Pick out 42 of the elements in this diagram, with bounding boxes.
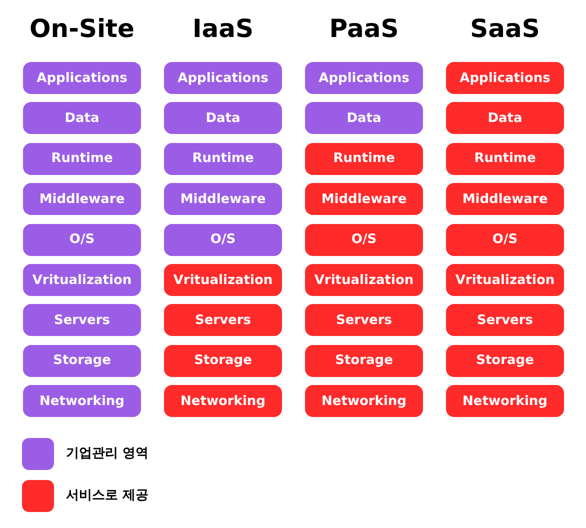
layer-box: Storage [446, 344, 564, 377]
layer-box: O/S [164, 224, 282, 256]
layer-box: Data [305, 102, 423, 134]
layer-box: Networking [305, 385, 423, 418]
layer-box: Runtime [305, 142, 423, 175]
layer-box: Servers [305, 304, 423, 336]
layer-box: Networking [23, 385, 141, 418]
layer-box: Applications [23, 62, 141, 94]
layer-box: O/S [305, 224, 423, 256]
layer-box: Storage [164, 344, 282, 377]
layer-box: Middleware [23, 183, 141, 216]
layer-box: Storage [23, 344, 141, 377]
column-heading: IaaS [191, 14, 255, 44]
layer-box: Applications [446, 62, 564, 94]
layer-box: Servers [23, 304, 141, 336]
column-heading: PaaS [328, 14, 400, 44]
layer-box: O/S [446, 224, 564, 256]
layer-box: Runtime [164, 142, 282, 175]
column-heading: SaaS [469, 14, 541, 44]
layer-box: Vritualization [305, 264, 423, 296]
layer-box: Data [164, 102, 282, 134]
layer-box: Applications [164, 62, 282, 94]
layer-box: Middleware [164, 183, 282, 216]
layer-box: Servers [164, 304, 282, 336]
legend-label: 기업관리 영역 [66, 446, 149, 462]
layer-box: Vritualization [164, 264, 282, 296]
layer-box: O/S [23, 224, 141, 256]
layer-box: Storage [305, 344, 423, 377]
layer-box: Runtime [23, 142, 141, 175]
column-heading: On-Site [28, 14, 136, 44]
layer-box: Vritualization [23, 264, 141, 296]
layer-box: Networking [164, 385, 282, 418]
layer-box: Servers [446, 304, 564, 336]
layer-box: Data [446, 102, 564, 134]
layer-box: Data [23, 102, 141, 134]
layer-box: Applications [305, 62, 423, 94]
layer-box: Middleware [446, 183, 564, 216]
legend-label: 서비스로 제공 [66, 488, 149, 504]
layer-box: Vritualization [446, 264, 564, 296]
layer-box: Runtime [446, 142, 564, 175]
layer-box: Networking [446, 385, 564, 418]
layer-box: Middleware [305, 183, 423, 216]
